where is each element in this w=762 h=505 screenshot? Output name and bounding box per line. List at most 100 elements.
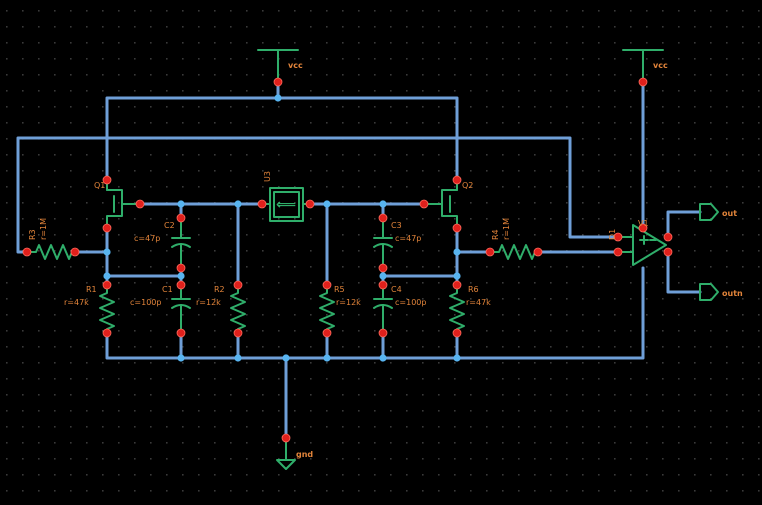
pin[interactable] bbox=[176, 213, 186, 223]
pin[interactable] bbox=[378, 263, 388, 273]
r3-resistor[interactable] bbox=[26, 244, 76, 260]
pin[interactable] bbox=[102, 328, 112, 338]
r4-resistor[interactable] bbox=[489, 244, 539, 260]
junction-dot bbox=[274, 94, 282, 102]
junction-dot bbox=[234, 354, 242, 362]
r1-value: r=47k bbox=[64, 298, 89, 307]
pin[interactable] bbox=[22, 247, 32, 257]
junction-dot bbox=[177, 200, 185, 208]
outn-port[interactable] bbox=[699, 283, 719, 301]
out-label: out bbox=[722, 209, 737, 218]
r6-name: R6 bbox=[468, 285, 479, 294]
pin[interactable] bbox=[257, 199, 267, 209]
pin[interactable] bbox=[378, 328, 388, 338]
pin[interactable] bbox=[322, 328, 332, 338]
c1-value: c=100p bbox=[130, 298, 161, 307]
c3-name: C3 bbox=[391, 221, 402, 230]
junction-dot bbox=[379, 272, 387, 280]
vcc-right-symbol[interactable] bbox=[622, 49, 664, 83]
vcc-right-label: vcc bbox=[653, 61, 668, 70]
pin[interactable] bbox=[322, 280, 332, 290]
junctions bbox=[103, 94, 461, 362]
grid-dots bbox=[6, 10, 760, 492]
junction-dot bbox=[282, 354, 290, 362]
pin[interactable] bbox=[233, 280, 243, 290]
pin[interactable] bbox=[613, 247, 623, 257]
r2-value: r=12k bbox=[196, 298, 221, 307]
pin[interactable] bbox=[233, 328, 243, 338]
pin[interactable] bbox=[176, 263, 186, 273]
q2-name: Q2 bbox=[462, 181, 473, 190]
junction-dot bbox=[323, 200, 331, 208]
pin[interactable] bbox=[70, 247, 80, 257]
junction-dot bbox=[379, 200, 387, 208]
r5-name: R5 bbox=[334, 285, 345, 294]
pin[interactable] bbox=[281, 433, 291, 443]
junction-dot bbox=[234, 200, 242, 208]
junction-dot bbox=[177, 354, 185, 362]
wire[interactable] bbox=[666, 250, 702, 294]
pin[interactable] bbox=[663, 247, 673, 257]
c1-name: C1 bbox=[162, 285, 173, 294]
pin[interactable] bbox=[102, 280, 112, 290]
r1-resistor[interactable] bbox=[99, 284, 115, 334]
pin[interactable] bbox=[452, 280, 462, 290]
wire[interactable] bbox=[105, 266, 645, 360]
pin[interactable] bbox=[102, 175, 112, 185]
r4-name: R4 bbox=[491, 229, 500, 240]
pin[interactable] bbox=[663, 232, 673, 242]
r3-value: r=1M bbox=[39, 218, 48, 240]
c4-capacitor[interactable] bbox=[373, 284, 393, 334]
pin[interactable] bbox=[378, 280, 388, 290]
d1-name: D1 bbox=[608, 229, 617, 240]
pin[interactable] bbox=[135, 199, 145, 209]
outn-label: outn bbox=[722, 289, 743, 298]
junction-dot bbox=[453, 354, 461, 362]
u3-name: U3 bbox=[263, 171, 272, 182]
pin[interactable] bbox=[638, 223, 648, 233]
junction-dot bbox=[453, 248, 461, 256]
r6-value: r=47k bbox=[466, 298, 491, 307]
pin[interactable] bbox=[273, 77, 283, 87]
gnd-label: gnd bbox=[296, 450, 313, 459]
r1-name: R1 bbox=[86, 285, 97, 294]
pin[interactable] bbox=[533, 247, 543, 257]
pin[interactable] bbox=[176, 328, 186, 338]
pin[interactable] bbox=[452, 328, 462, 338]
q1-name: Q1 bbox=[94, 181, 105, 190]
components: ⟸ bbox=[26, 49, 719, 470]
pin[interactable] bbox=[419, 199, 429, 209]
pins bbox=[22, 77, 673, 443]
junction-dot bbox=[103, 272, 111, 280]
pin[interactable] bbox=[485, 247, 495, 257]
c2-value: c=47p bbox=[134, 234, 160, 243]
r5-resistor[interactable] bbox=[319, 284, 335, 334]
junction-dot bbox=[177, 272, 185, 280]
pin[interactable] bbox=[452, 175, 462, 185]
c4-name: C4 bbox=[391, 285, 402, 294]
wire[interactable] bbox=[16, 136, 620, 254]
pin[interactable] bbox=[638, 77, 648, 87]
r5-value: r=12k bbox=[336, 298, 361, 307]
vcc-left-symbol[interactable] bbox=[257, 49, 299, 83]
pin[interactable] bbox=[613, 232, 623, 242]
junction-dot bbox=[103, 248, 111, 256]
r6-resistor[interactable] bbox=[449, 284, 465, 334]
u3-source[interactable]: ⟸ bbox=[261, 187, 311, 222]
r3-name: R3 bbox=[28, 229, 37, 240]
vcc-left-label: vcc bbox=[288, 61, 303, 70]
wires bbox=[16, 80, 702, 440]
source-arrow-icon: ⟸ bbox=[276, 197, 296, 213]
pin[interactable] bbox=[176, 280, 186, 290]
pin[interactable] bbox=[452, 223, 462, 233]
r4-value: r=1M bbox=[502, 218, 511, 240]
pin[interactable] bbox=[305, 199, 315, 209]
junction-dot bbox=[379, 354, 387, 362]
out-port[interactable] bbox=[699, 203, 719, 221]
wire[interactable] bbox=[666, 210, 702, 239]
r2-resistor[interactable] bbox=[230, 284, 246, 334]
pin[interactable] bbox=[102, 223, 112, 233]
c3-value: c=47p bbox=[395, 234, 421, 243]
pin[interactable] bbox=[378, 213, 388, 223]
